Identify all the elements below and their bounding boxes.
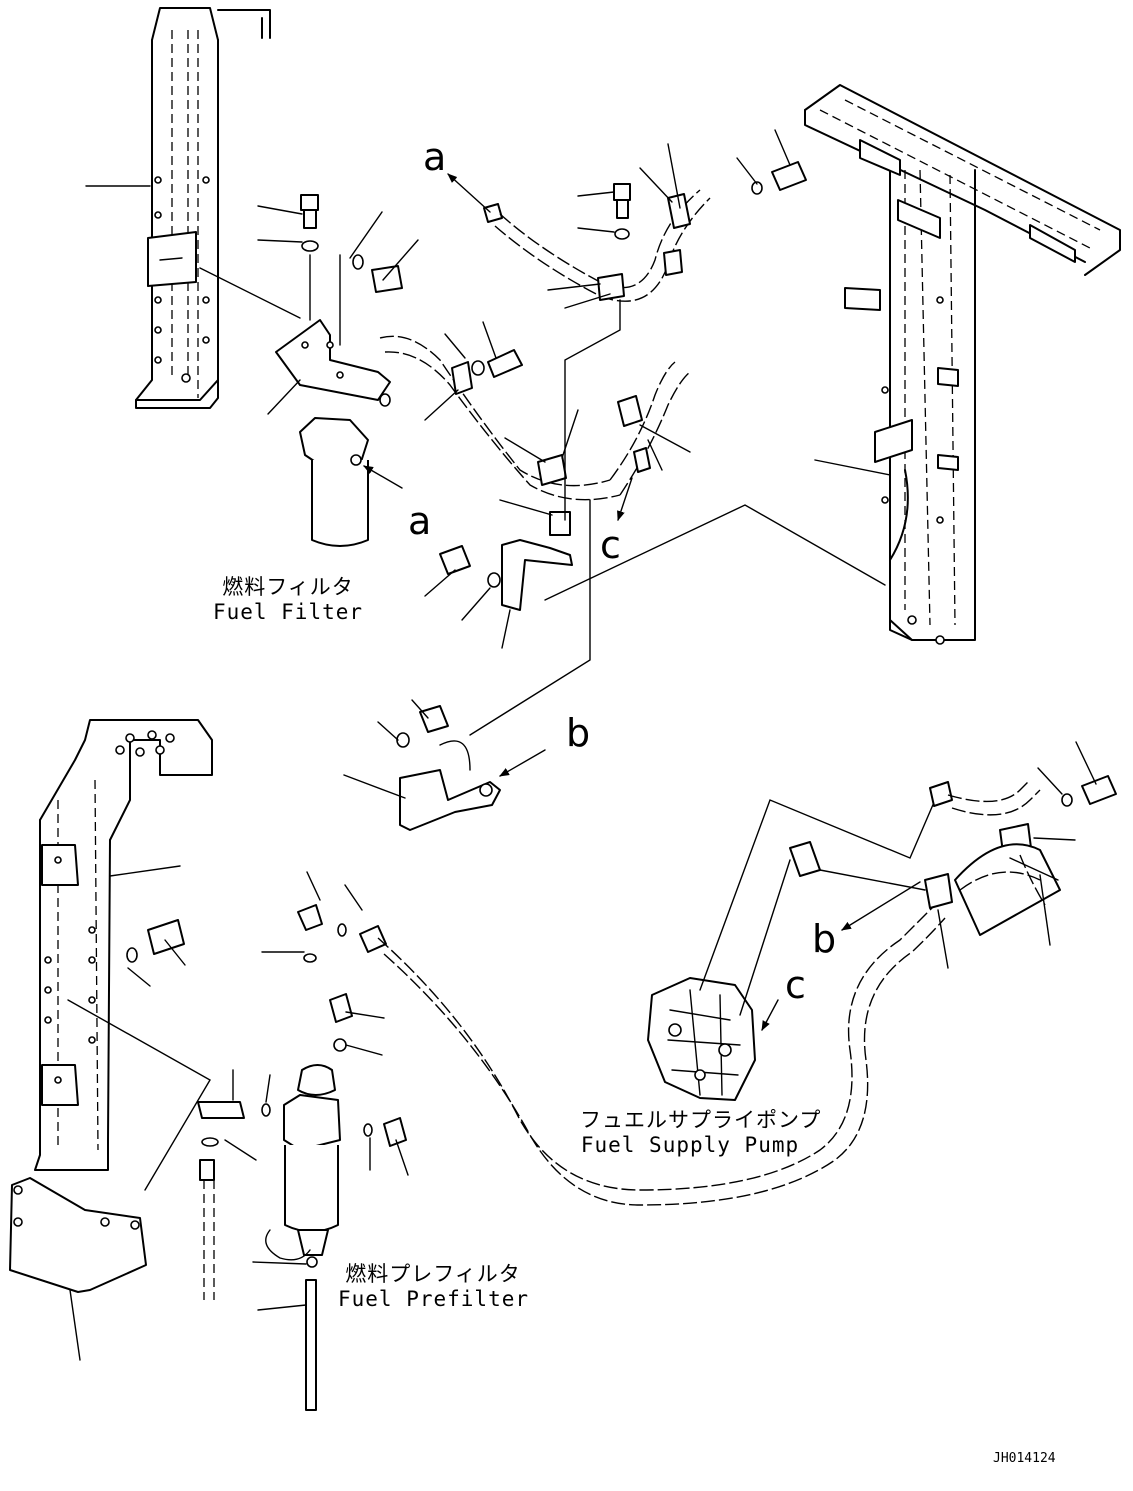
bottom-left-column (34, 719, 213, 1191)
prefilter-assembly (9, 904, 407, 1411)
fuel-supply-pump-caption: フュエルサプライポンプ Fuel Supply Pump (580, 1108, 822, 1157)
fuel-filter-caption: 燃料フィルタ Fuel Filter (208, 577, 368, 623)
ref-label-b-pump: b (812, 917, 837, 961)
ref-label-c-pump: c (785, 963, 806, 1007)
fuel-filter-caption-en: Fuel Filter (212, 600, 364, 624)
left-frame-column (135, 7, 271, 409)
top-hoses (379, 161, 886, 611)
middle-bracket (396, 499, 591, 831)
fuel-filter-assembly (199, 194, 403, 547)
fuel-supply-pump-caption-jp: フュエルサプライポンプ (580, 1108, 822, 1132)
ref-label-b-bracket: b (566, 711, 591, 755)
fuel-supply-pump-caption-en: Fuel Supply Pump (580, 1133, 800, 1157)
fuel-prefilter-caption: 燃料プレフィルタ Fuel Prefilter (338, 1264, 528, 1310)
reference-arrows (363, 173, 921, 1031)
leader-lines (69, 129, 1097, 1361)
right-frame (804, 84, 1121, 645)
long-fuel-hose (359, 904, 946, 1206)
ref-label-a-filter: a (408, 499, 432, 543)
fuel-filter-caption-jp: 燃料フィルタ (222, 575, 354, 599)
ref-label-a-top: a (423, 135, 447, 179)
drawing-code: JH014124 (993, 1451, 1056, 1466)
fuel-supply-pump-assembly (647, 775, 1117, 1101)
fuel-prefilter-caption-en: Fuel Prefilter (338, 1287, 530, 1311)
ref-label-c-top: c (600, 523, 621, 567)
fuel-prefilter-caption-jp: 燃料プレフィルタ (345, 1262, 521, 1286)
